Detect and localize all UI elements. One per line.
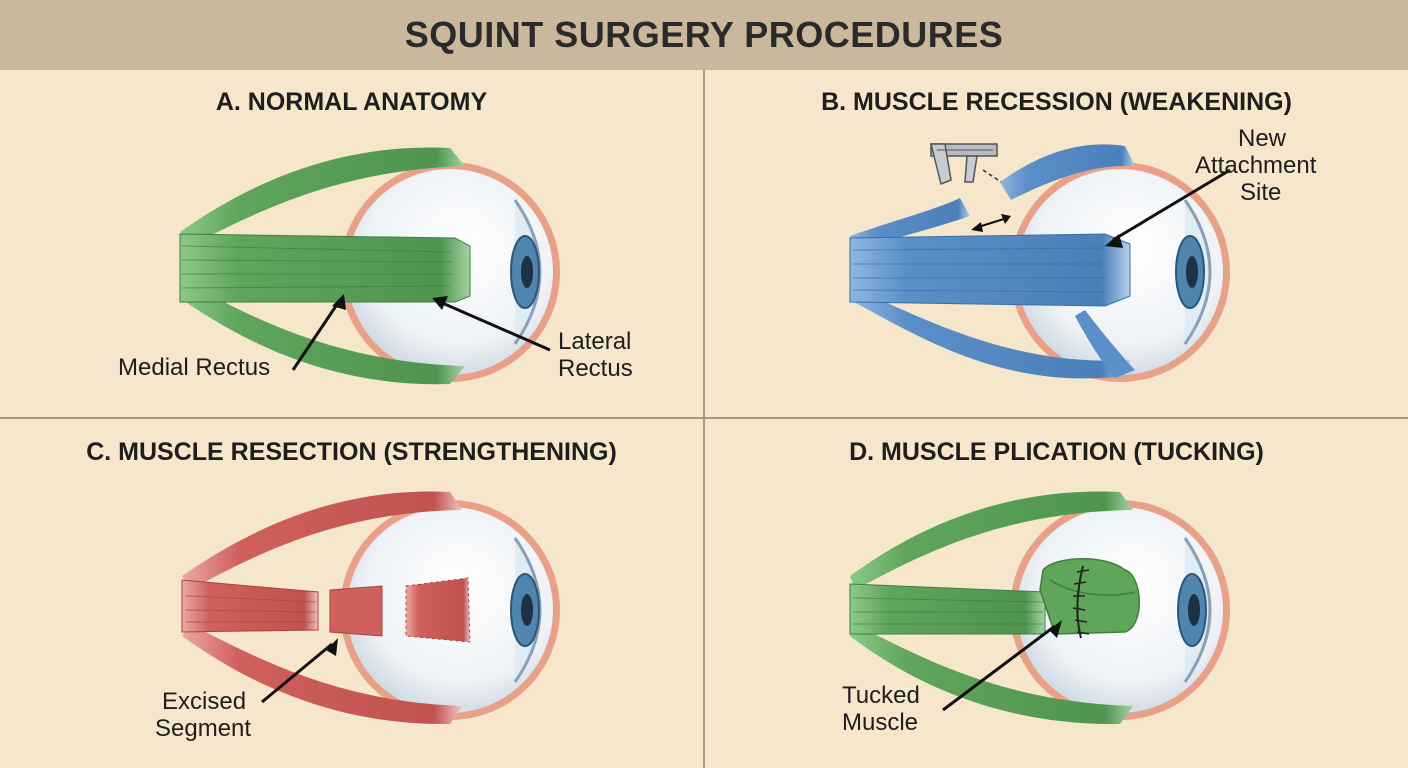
tucked-muscle-label-line2: Muscle bbox=[842, 709, 919, 736]
panel-heading: D. MUSCLE PLICATION (TUCKING) bbox=[849, 438, 1264, 466]
horizontal-divider bbox=[0, 417, 1408, 419]
normal-anatomy-illustration bbox=[179, 147, 560, 385]
new-attachment-label-line1: New bbox=[1238, 125, 1287, 152]
panel-heading: B. MUSCLE RECESSION (WEAKENING) bbox=[821, 88, 1292, 116]
muscle-resection-illustration bbox=[181, 491, 560, 725]
extraocular-muscles bbox=[849, 144, 1135, 379]
title-bar: SQUINT SURGERY PROCEDURES bbox=[0, 0, 1408, 70]
extraocular-muscles bbox=[179, 147, 471, 385]
panel-heading: A. NORMAL ANATOMY bbox=[215, 88, 488, 116]
panel-muscle-resection: C. MUSCLE RESECTION (STRENGTHENING) bbox=[0, 420, 703, 768]
panel-muscle-plication: D. MUSCLE PLICATION (TUCKING) bbox=[705, 420, 1408, 768]
suture-line bbox=[1072, 565, 1090, 639]
pointer-arrows bbox=[291, 294, 551, 371]
panel-normal-anatomy: A. NORMAL ANATOMY bbox=[0, 70, 703, 418]
page-title: SQUINT SURGERY PROCEDURES bbox=[404, 14, 1004, 55]
vertical-divider bbox=[703, 70, 705, 768]
caliper-tool bbox=[930, 143, 1011, 232]
tucked-muscle-label-line1: Tucked bbox=[842, 682, 920, 709]
lateral-rectus-label-line1: Lateral bbox=[558, 328, 632, 355]
excised-segment-label-line1: Excised bbox=[162, 688, 247, 715]
muscle-plication-illustration bbox=[849, 491, 1230, 725]
lateral-rectus-label-line2: Rectus bbox=[558, 355, 633, 382]
excised-segment-label-line2: Segment bbox=[155, 715, 252, 742]
pointer-arrow bbox=[261, 638, 338, 704]
new-attachment-label-line2: Attachment bbox=[1195, 152, 1317, 179]
medial-rectus-label: Medial Rectus bbox=[118, 354, 271, 381]
extraocular-muscles bbox=[181, 491, 471, 725]
new-attachment-label-line3: Site bbox=[1240, 179, 1282, 206]
muscle-recession-illustration bbox=[849, 143, 1231, 382]
extraocular-muscles bbox=[849, 491, 1140, 725]
pointer-arrow bbox=[1105, 168, 1231, 248]
pointer-arrow bbox=[942, 620, 1062, 712]
panel-heading: C. MUSCLE RESECTION (STRENGTHENING) bbox=[86, 438, 617, 466]
panel-muscle-recession: B. MUSCLE RECESSION (WEAKENING) bbox=[705, 70, 1408, 418]
